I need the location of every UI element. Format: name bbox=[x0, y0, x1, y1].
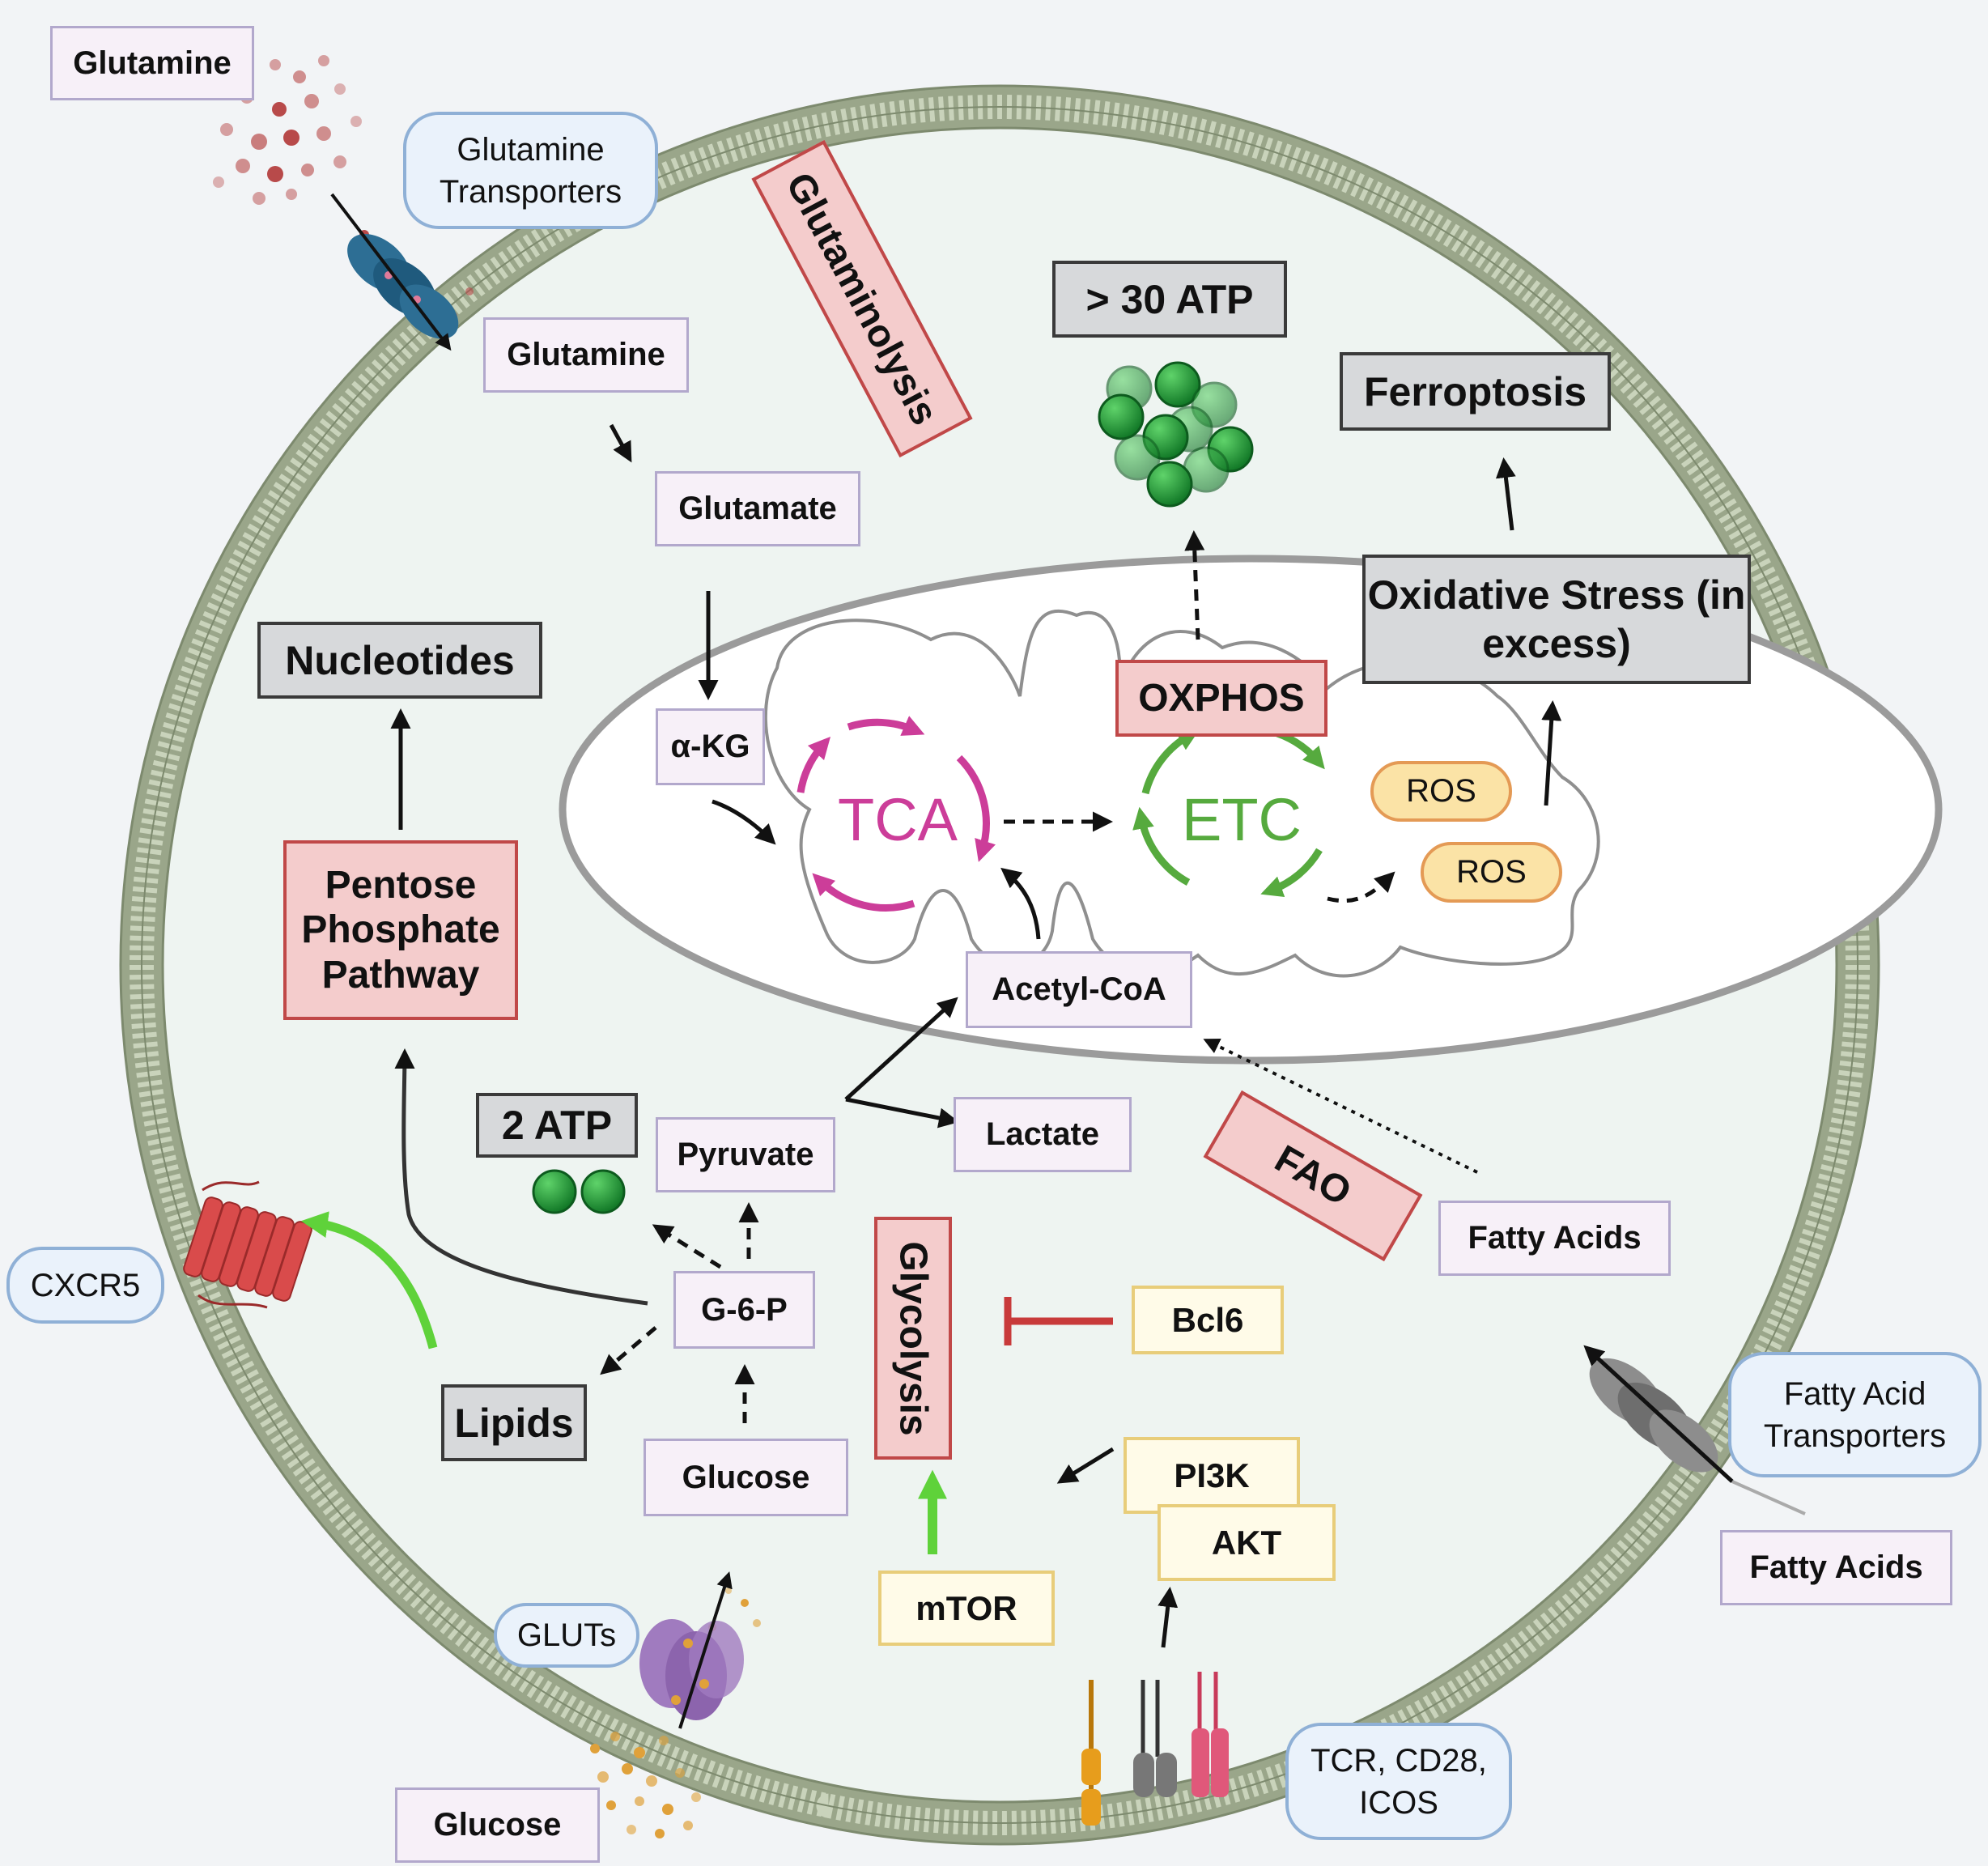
atp-30-molecules bbox=[1098, 361, 1254, 508]
pyruvate-label: Pyruvate bbox=[656, 1117, 835, 1192]
cxcr5-receptor bbox=[183, 1197, 312, 1302]
glutamate-label: Glutamate bbox=[655, 471, 860, 546]
ppp-label: Pentose Phosphate Pathway bbox=[283, 840, 518, 1020]
tca-label: TCA bbox=[838, 786, 958, 853]
nucleotides-label: Nucleotides bbox=[257, 622, 542, 699]
acetyl-coa-label: Acetyl-CoA bbox=[966, 951, 1192, 1028]
fatty-acids-outside-label: Fatty Acids bbox=[1720, 1530, 1952, 1605]
dashed-arrows bbox=[600, 530, 1395, 1423]
glycolysis-text: Glycolysis bbox=[891, 1240, 935, 1436]
tca-cycle-arrows bbox=[796, 716, 996, 912]
cxcr5-promote-arrow bbox=[300, 1211, 438, 1350]
lactate-label: Lactate bbox=[954, 1097, 1132, 1172]
atp-2-molecules bbox=[532, 1169, 626, 1214]
bcl6-label: Bcl6 bbox=[1132, 1286, 1284, 1354]
akg-label: α-KG bbox=[656, 708, 765, 785]
atp-30-label: > 30 ATP bbox=[1052, 261, 1287, 338]
mtor-label: mTOR bbox=[878, 1571, 1055, 1646]
bcl6-inhibition bbox=[1004, 1297, 1113, 1345]
glucose-particles bbox=[590, 1588, 761, 1838]
pi3k-label: PI3K bbox=[1124, 1437, 1300, 1514]
atp-2-label: 2 ATP bbox=[476, 1093, 638, 1158]
g6p-label: G-6-P bbox=[673, 1271, 815, 1349]
ros-label-1: ROS bbox=[1370, 761, 1512, 822]
akt-label: AKT bbox=[1158, 1504, 1336, 1581]
fatty-acids-inside-label: Fatty Acids bbox=[1438, 1201, 1671, 1276]
ferroptosis-label: Ferroptosis bbox=[1340, 352, 1611, 431]
lipids-label: Lipids bbox=[441, 1384, 587, 1461]
tcr-cd28-icos-label: TCR, CD28, ICOS bbox=[1285, 1723, 1512, 1840]
fatty-acid-transporters-label: Fatty Acid Transporters bbox=[1728, 1352, 1982, 1477]
cxcr5-label: CXCR5 bbox=[6, 1247, 164, 1324]
oxphos-label: OXPHOS bbox=[1115, 660, 1327, 737]
ppp-feed-arrow bbox=[394, 1048, 648, 1306]
glucose-outside-label: Glucose bbox=[395, 1787, 600, 1863]
glutamine-outside-label: Glutamine bbox=[50, 26, 254, 100]
pathway-arrows bbox=[390, 423, 1562, 1484]
glutamine-transporters-label: Glutamine Transporters bbox=[403, 112, 658, 229]
oxidative-stress-label: Oxidative Stress (in excess) bbox=[1362, 555, 1751, 684]
etc-label: ETC bbox=[1182, 786, 1302, 853]
gluts-label: GLUTs bbox=[494, 1603, 639, 1668]
glutamine-inside-label: Glutamine bbox=[483, 317, 689, 393]
tcr-cd28-icos-receptors bbox=[1081, 1672, 1229, 1826]
glycolysis-label: Glycolysis bbox=[874, 1217, 952, 1460]
ros-label-2: ROS bbox=[1421, 842, 1562, 903]
fatty-acid-transporter-protein bbox=[1589, 1358, 1718, 1473]
glucose-inside-label: Glucose bbox=[644, 1439, 848, 1516]
